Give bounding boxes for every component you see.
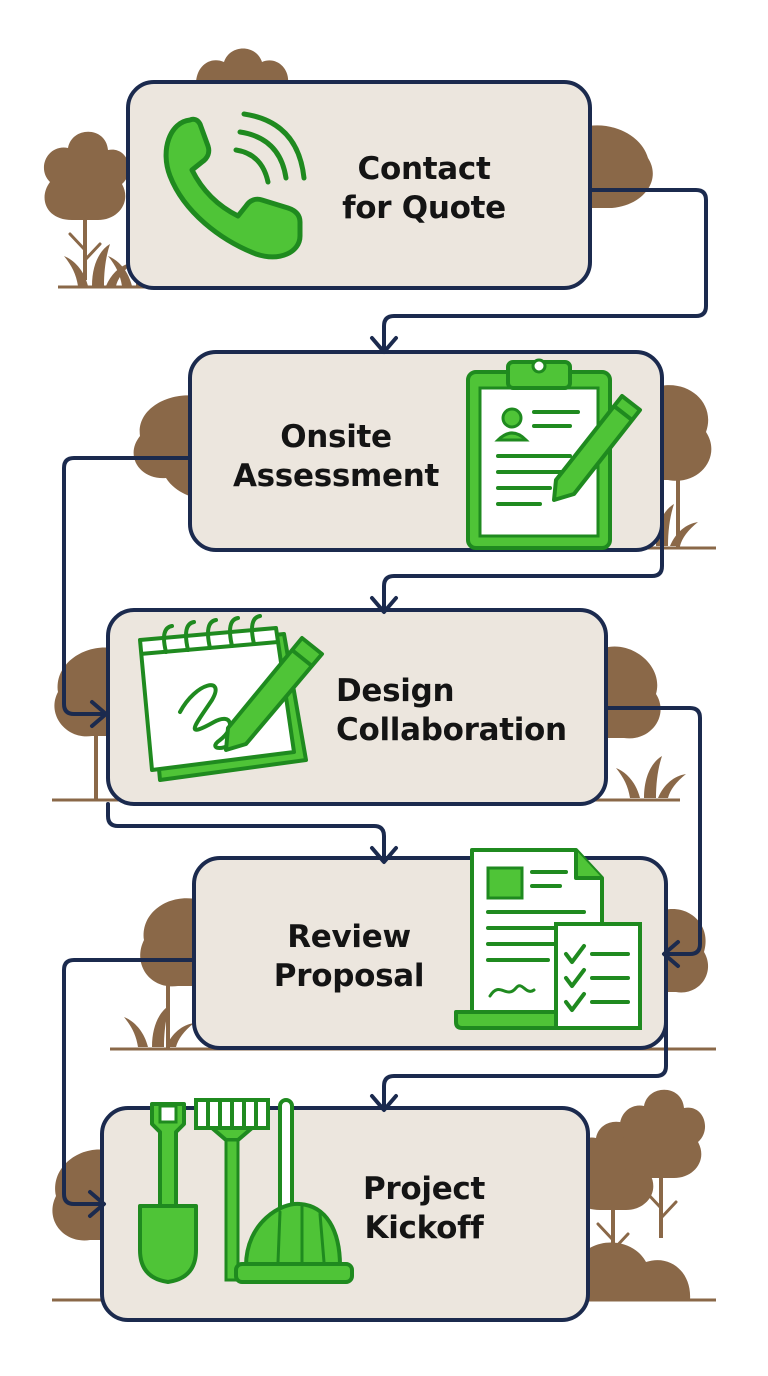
connector-2-left	[62, 456, 192, 716]
arrowhead-4	[370, 1094, 398, 1112]
step-3-line2: Collaboration	[336, 712, 567, 748]
step-label-4: Review Proposal	[254, 918, 444, 996]
step-5-line2: Kickoff	[364, 1210, 484, 1246]
step-label-2: Onsite Assessment	[216, 418, 456, 496]
step-3-line1: Design	[336, 673, 455, 709]
connector-4-left	[62, 958, 196, 1206]
step-2-line2: Assessment	[232, 458, 440, 494]
step-label-3: Design Collaboration	[336, 672, 584, 750]
proposal-document-icon	[454, 848, 642, 1030]
connector-1-to-2	[382, 188, 708, 352]
connector-3-right	[604, 706, 702, 956]
arrowhead-3	[370, 846, 398, 864]
step-4-line2: Proposal	[273, 958, 425, 994]
arrowhead-4-left	[88, 1190, 106, 1218]
step-1-line1: Contact	[357, 151, 491, 187]
tools-hardhat-icon	[138, 1098, 354, 1284]
arrowhead-2	[370, 596, 398, 614]
arrowhead-1	[370, 336, 398, 354]
step-card-5	[100, 1106, 590, 1322]
clipboard-icon	[466, 358, 642, 550]
notepad-pencil-icon	[138, 614, 324, 782]
step-label-1: Contact for Quote	[324, 150, 524, 228]
step-4-line1: Review	[287, 919, 411, 955]
connector-2-to-3	[382, 468, 664, 612]
step-label-5: Project Kickoff	[334, 1170, 514, 1248]
step-5-line1: Project	[362, 1171, 486, 1207]
step-1-line2: for Quote	[342, 190, 506, 226]
arrowhead-2-left	[90, 700, 108, 728]
flow-connectors	[62, 188, 708, 1218]
phone-icon	[163, 111, 307, 260]
connector-3-to-4	[106, 802, 386, 862]
arrowhead-3-right	[662, 940, 680, 968]
step-2-line1: Onsite	[280, 419, 392, 455]
connector-4-to-5	[382, 998, 668, 1110]
